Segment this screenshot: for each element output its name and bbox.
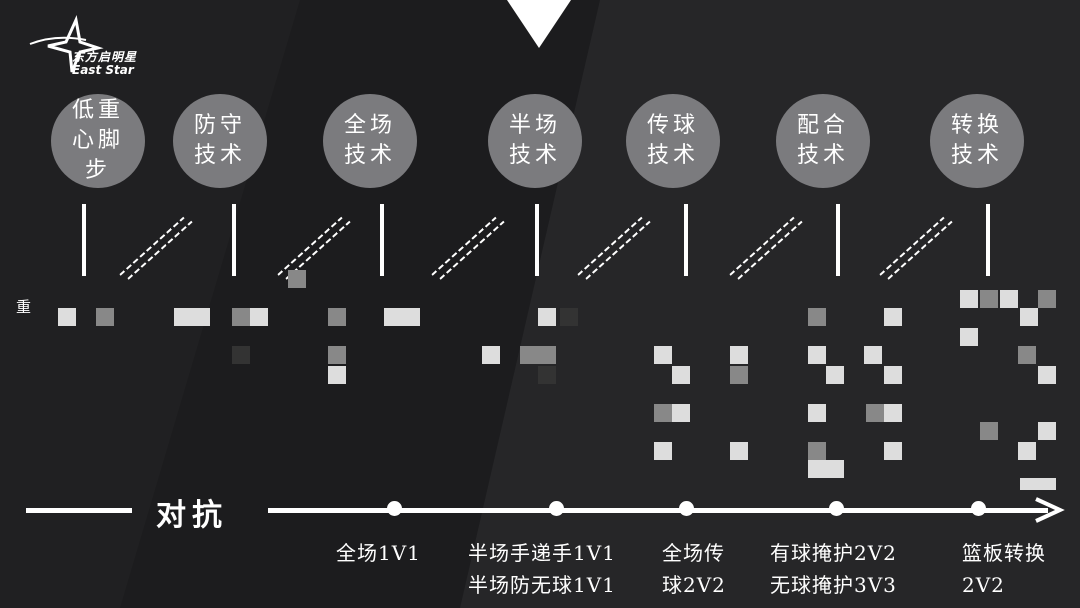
side-text: 重 xyxy=(16,298,32,316)
skill-label: 配合 技术 xyxy=(796,113,849,168)
mosaic-block xyxy=(96,308,114,326)
skill-circle-halfcourt: 半场 技术 xyxy=(488,94,582,188)
skill-circle-defense: 防守 技术 xyxy=(173,94,267,188)
connector-line xyxy=(836,204,840,276)
mosaic-block xyxy=(826,366,844,384)
axis-line-left xyxy=(26,508,132,513)
mosaic-block xyxy=(384,308,420,326)
mosaic-block xyxy=(960,290,978,308)
mosaic-block xyxy=(808,442,826,460)
skill-circle-fullcourt: 全场 技术 xyxy=(323,94,417,188)
mosaic-block xyxy=(1018,442,1036,460)
top-triangle-marker xyxy=(507,0,571,48)
axis-label: 对抗 xyxy=(156,498,228,533)
skill-circle-footwork: 低重 心脚 步 xyxy=(51,94,145,188)
mosaic-block xyxy=(538,366,556,384)
timeline-dot xyxy=(829,501,844,516)
logo-text-cn: 东方启明星 xyxy=(72,50,138,64)
axis-line xyxy=(268,508,1048,513)
mosaic-block xyxy=(864,346,882,364)
connector-line xyxy=(986,204,990,276)
skill-label: 防守 技术 xyxy=(193,113,246,168)
mosaic-block xyxy=(672,404,690,422)
mosaic-block xyxy=(654,346,672,364)
skill-label: 传球 技术 xyxy=(646,113,699,168)
mosaic-block xyxy=(232,308,250,326)
mosaic-block xyxy=(980,290,998,308)
mosaic-block xyxy=(866,404,884,422)
mosaic-block xyxy=(1038,290,1056,308)
mosaic-block xyxy=(58,308,76,326)
connector-line xyxy=(82,204,86,276)
mosaic-block xyxy=(654,404,672,422)
connector-line xyxy=(535,204,539,276)
mosaic-block xyxy=(538,346,556,364)
skill-label: 转换 技术 xyxy=(950,113,1003,168)
mosaic-block xyxy=(482,346,500,364)
skill-circle-passing: 传球 技术 xyxy=(626,94,720,188)
mosaic-block xyxy=(884,308,902,326)
mosaic-block xyxy=(808,308,826,326)
skill-label: 低重 心脚 步 xyxy=(71,98,124,183)
mosaic-block xyxy=(1020,308,1038,326)
skill-circle-teamwork: 配合 技术 xyxy=(776,94,870,188)
arrow-right-icon xyxy=(1035,497,1065,523)
mosaic-block xyxy=(980,422,998,440)
skill-circle-transition: 转换 技术 xyxy=(930,94,1024,188)
mosaic-block xyxy=(808,404,826,422)
mosaic-block xyxy=(808,460,844,478)
mosaic-block xyxy=(232,346,250,364)
stage-label: 全场传 球2V2 xyxy=(662,541,726,597)
mosaic-block xyxy=(1018,346,1036,364)
mosaic-block xyxy=(654,442,672,460)
logo-text-en: East Star xyxy=(72,63,134,77)
mosaic-block xyxy=(960,328,978,346)
timeline-dot xyxy=(971,501,986,516)
mosaic-block xyxy=(884,404,902,422)
mosaic-block xyxy=(250,308,268,326)
mosaic-block xyxy=(560,308,578,326)
mosaic-block xyxy=(730,346,748,364)
mosaic-block xyxy=(730,366,748,384)
connector-line xyxy=(684,204,688,276)
mosaic-block xyxy=(538,308,556,326)
stage-label: 全场1V1 xyxy=(336,541,421,565)
timeline-dot xyxy=(387,501,402,516)
mosaic-block xyxy=(884,366,902,384)
mosaic-block xyxy=(730,442,748,460)
timeline-dot xyxy=(549,501,564,516)
connector-line xyxy=(232,204,236,276)
mosaic-block xyxy=(672,366,690,384)
mosaic-block xyxy=(1038,422,1056,440)
mosaic-block xyxy=(328,308,346,326)
mosaic-block xyxy=(520,346,538,364)
mosaic-block xyxy=(174,308,210,326)
mosaic-block xyxy=(328,346,346,364)
mosaic-block xyxy=(288,270,306,288)
mosaic-block xyxy=(1020,478,1056,490)
stage-label: 有球掩护2V2 无球掩护3V3 xyxy=(770,541,897,597)
mosaic-block xyxy=(1038,366,1056,384)
star-logo-icon xyxy=(29,15,104,73)
skill-label: 半场 技术 xyxy=(508,113,561,168)
connector-line xyxy=(380,204,384,276)
mosaic-block xyxy=(808,346,826,364)
mosaic-block xyxy=(884,442,902,460)
stage-label: 半场手递手1V1 半场防无球1V1 xyxy=(468,541,616,597)
skill-label: 全场 技术 xyxy=(343,113,396,168)
timeline-dot xyxy=(679,501,694,516)
mosaic-block xyxy=(328,366,346,384)
stage-label: 篮板转换 2V2 xyxy=(962,541,1046,597)
mosaic-block xyxy=(1000,290,1018,308)
